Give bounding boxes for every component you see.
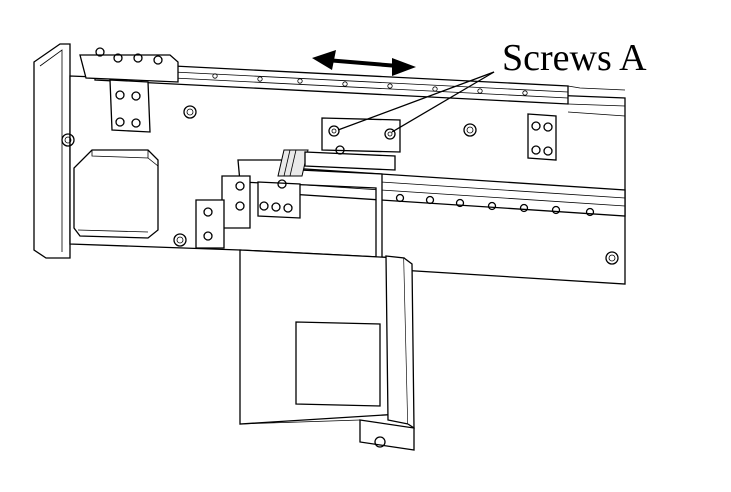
- screw-icon: [131, 91, 141, 101]
- lower-plate: [239, 249, 401, 425]
- callout-label: Screws A: [502, 37, 647, 79]
- screws-a-plate: [321, 117, 401, 155]
- screw-icon: [259, 201, 269, 211]
- screw-icon: [235, 181, 245, 191]
- screw-icon: [271, 202, 281, 212]
- lower-rail-holes: [395, 193, 595, 217]
- double-headed-arrow-icon: [312, 50, 416, 76]
- screw-icon: [277, 179, 287, 189]
- screw-icon: [283, 203, 293, 213]
- stepper-motor-icon: [73, 149, 159, 239]
- screw-icon: [543, 146, 553, 156]
- top-left-bracket: [79, 47, 179, 133]
- screw-icon: [95, 47, 105, 57]
- screw-icon: [335, 145, 345, 155]
- vertical-support: [359, 255, 415, 451]
- top-right-bracket: [527, 113, 557, 161]
- screw-icon: [133, 53, 143, 63]
- screw-icon: [203, 231, 213, 241]
- screw-icon: [235, 201, 245, 211]
- carriage: [237, 149, 396, 273]
- screw-icon: [115, 117, 125, 127]
- screw-icon: [113, 53, 123, 63]
- screw-icon: [531, 121, 541, 131]
- screw-a-left-icon: [328, 125, 340, 137]
- callout-leaders: [337, 71, 495, 133]
- screw-a-right-icon: [384, 128, 396, 140]
- left-end-plate: [33, 43, 71, 259]
- screw-icon: [531, 145, 541, 155]
- screw-icon: [374, 436, 386, 448]
- left-mid-bracket: [195, 175, 301, 249]
- screw-icon: [543, 122, 553, 132]
- screw-icon: [131, 118, 141, 128]
- screw-icon: [115, 90, 125, 100]
- screw-icon: [153, 55, 163, 65]
- screw-icon: [203, 207, 213, 217]
